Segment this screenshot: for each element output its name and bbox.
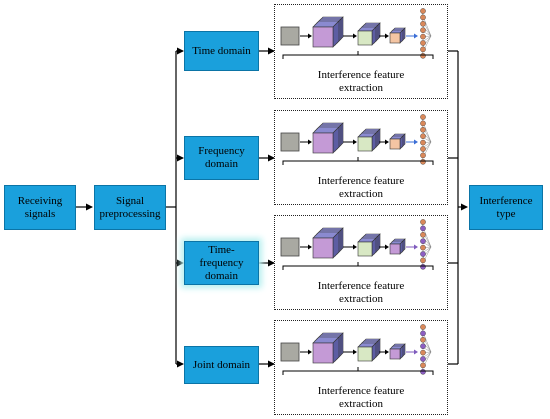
feature-extraction-label: Interference feature extraction bbox=[317, 175, 405, 200]
neuron bbox=[420, 369, 426, 375]
neuron bbox=[420, 114, 426, 120]
conv-block bbox=[312, 231, 340, 259]
conv-block bbox=[357, 26, 377, 46]
arrow-icon bbox=[406, 139, 418, 145]
feature-extraction-label: Interference feature extraction bbox=[317, 69, 405, 94]
cnn-network-time-frequency bbox=[280, 219, 434, 270]
neuron bbox=[420, 362, 426, 369]
neuron bbox=[420, 152, 426, 159]
network-bracket bbox=[282, 262, 434, 270]
neuron bbox=[420, 46, 426, 53]
cnn-network-frequency bbox=[280, 114, 434, 165]
arrow-icon bbox=[379, 244, 389, 250]
neuron bbox=[420, 126, 426, 133]
network-bracket bbox=[282, 157, 434, 165]
interference-type-box: Interference type bbox=[469, 185, 543, 230]
conv-block bbox=[312, 126, 340, 154]
neuron bbox=[420, 324, 426, 330]
time-frequency-domain-box: Time- frequency domain bbox=[184, 241, 259, 285]
conv-block bbox=[357, 237, 377, 257]
neuron bbox=[420, 33, 426, 40]
neuron bbox=[420, 219, 426, 225]
arrow-icon bbox=[300, 139, 312, 145]
neuron bbox=[420, 120, 426, 127]
arrow-icon bbox=[406, 244, 418, 250]
neuron bbox=[420, 133, 426, 140]
conv-block bbox=[312, 336, 340, 364]
feature-panel-frequency: Interference feature extraction bbox=[274, 110, 448, 205]
joint-domain-box: Joint domain bbox=[184, 346, 259, 384]
pool-block bbox=[389, 29, 404, 44]
neuron bbox=[420, 330, 426, 337]
neuron bbox=[420, 343, 426, 350]
neuron bbox=[420, 20, 426, 27]
arrow-icon bbox=[343, 244, 357, 250]
frequency-domain-box: Frequency domain bbox=[184, 136, 259, 180]
arrow-icon bbox=[406, 349, 418, 355]
feature-panel-joint: Interference feature extraction bbox=[274, 320, 448, 415]
neuron bbox=[420, 40, 426, 46]
pool-block bbox=[389, 240, 404, 255]
neuron bbox=[420, 356, 426, 362]
arrow-icon bbox=[343, 349, 357, 355]
neuron bbox=[420, 8, 426, 14]
cnn-network-time bbox=[280, 8, 434, 59]
cnn-network-joint bbox=[280, 324, 434, 375]
conv-block bbox=[312, 20, 340, 48]
neuron bbox=[420, 264, 426, 270]
input-block bbox=[280, 26, 300, 46]
arrow-icon bbox=[300, 349, 312, 355]
arrow-icon bbox=[379, 349, 389, 355]
pool-block bbox=[389, 135, 404, 150]
arrow-icon bbox=[300, 244, 312, 250]
neuron bbox=[420, 238, 426, 245]
neuron bbox=[420, 159, 426, 165]
neuron bbox=[420, 349, 426, 356]
neuron bbox=[420, 53, 426, 59]
neuron bbox=[420, 231, 426, 238]
neuron bbox=[420, 27, 426, 34]
conv-block bbox=[357, 132, 377, 152]
neuron bbox=[420, 257, 426, 264]
arrow-icon bbox=[379, 139, 389, 145]
neuron bbox=[420, 139, 426, 146]
arrow-icon bbox=[343, 33, 357, 39]
receiving-signals-box: Receiving signals bbox=[4, 185, 76, 230]
feature-extraction-label: Interference feature extraction bbox=[317, 280, 405, 305]
input-block bbox=[280, 342, 300, 362]
network-bracket bbox=[282, 51, 434, 59]
input-block bbox=[280, 132, 300, 152]
pool-block bbox=[389, 345, 404, 360]
feature-panel-time-frequency: Interference feature extraction bbox=[274, 215, 448, 310]
conv-block bbox=[357, 342, 377, 362]
time-domain-box: Time domain bbox=[184, 31, 259, 71]
arrow-icon bbox=[343, 139, 357, 145]
neuron bbox=[420, 244, 426, 251]
network-bracket bbox=[282, 367, 434, 375]
arrow-icon bbox=[406, 33, 418, 39]
neuron bbox=[420, 146, 426, 152]
neuron bbox=[420, 336, 426, 343]
neuron bbox=[420, 225, 426, 232]
feature-panel-time: Interference feature extraction bbox=[274, 4, 448, 99]
input-block bbox=[280, 237, 300, 257]
neuron bbox=[420, 14, 426, 21]
neuron bbox=[420, 251, 426, 257]
arrow-icon bbox=[300, 33, 312, 39]
feature-extraction-label: Interference feature extraction bbox=[317, 385, 405, 410]
arrow-icon bbox=[379, 33, 389, 39]
signal-preprocessing-box: Signal preprocessing bbox=[94, 185, 166, 230]
